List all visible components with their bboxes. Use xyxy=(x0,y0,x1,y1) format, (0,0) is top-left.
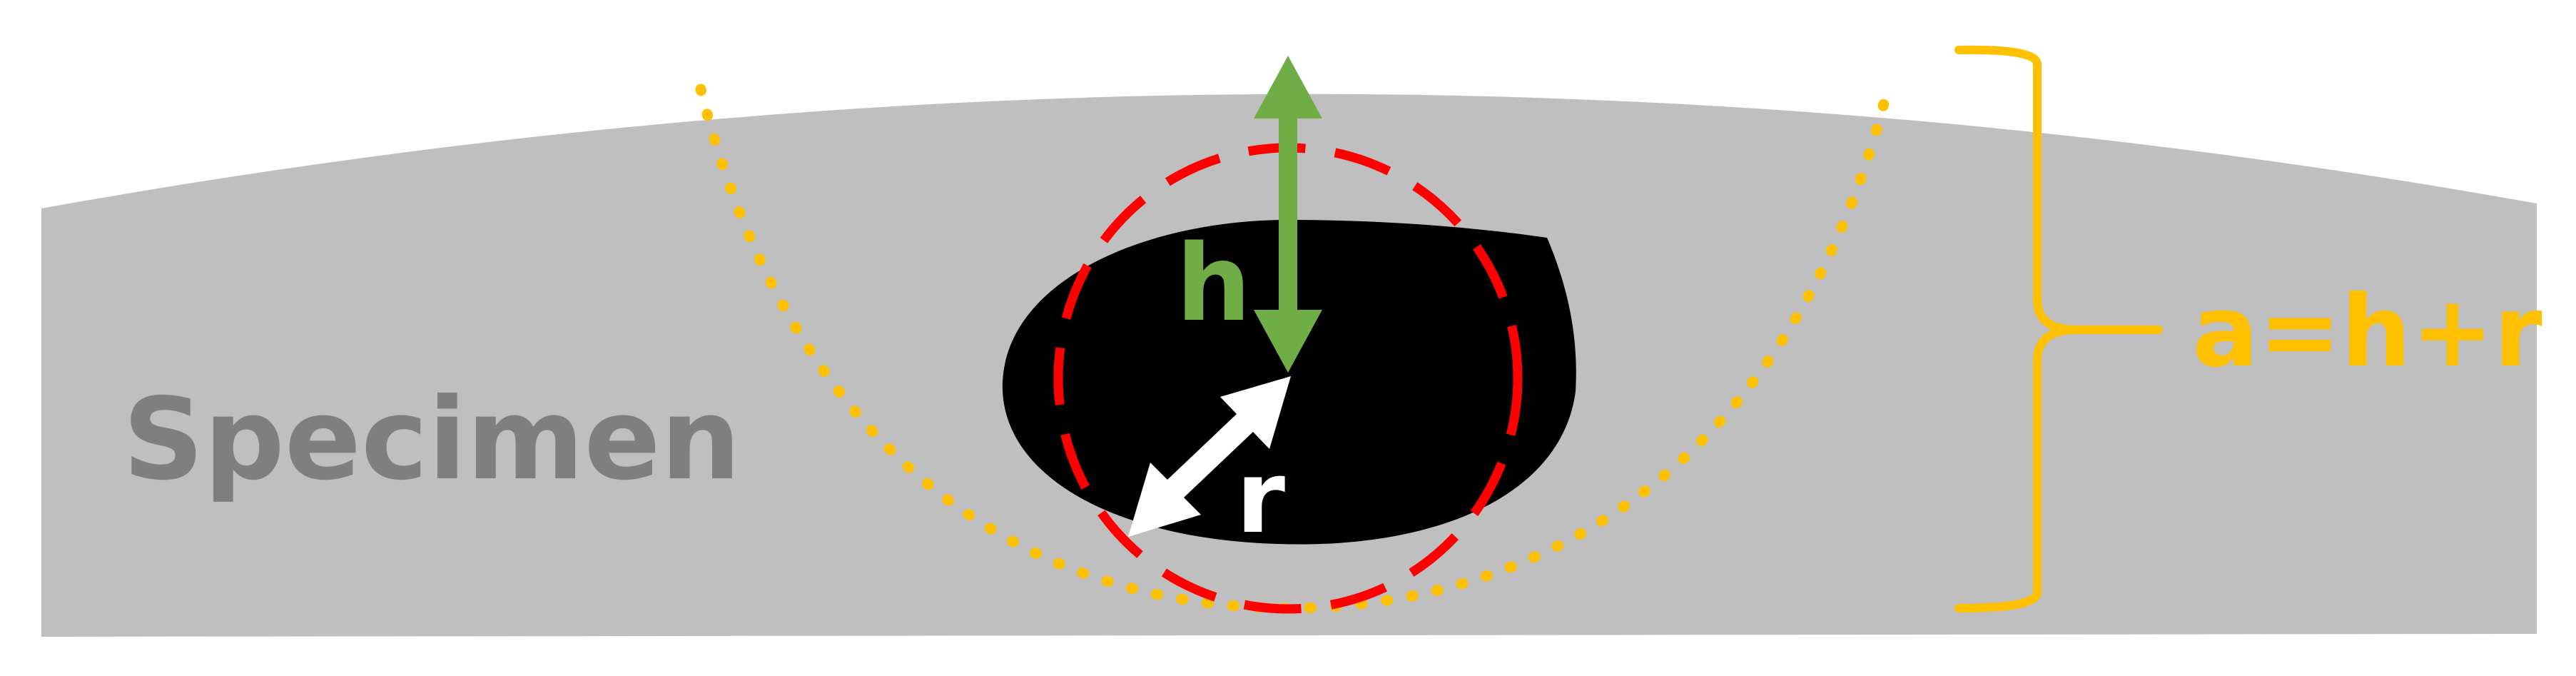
formula-label: a=h+r xyxy=(2192,274,2542,389)
r-label: r xyxy=(1236,440,1285,556)
r-arrow-icon xyxy=(1128,376,1291,537)
bracket-icon xyxy=(1954,45,2163,612)
h-arrow-icon xyxy=(1254,56,1322,373)
h-label: h xyxy=(1176,222,1251,345)
void-defect xyxy=(1002,220,1576,545)
specimen-label: Specimen xyxy=(123,374,741,505)
